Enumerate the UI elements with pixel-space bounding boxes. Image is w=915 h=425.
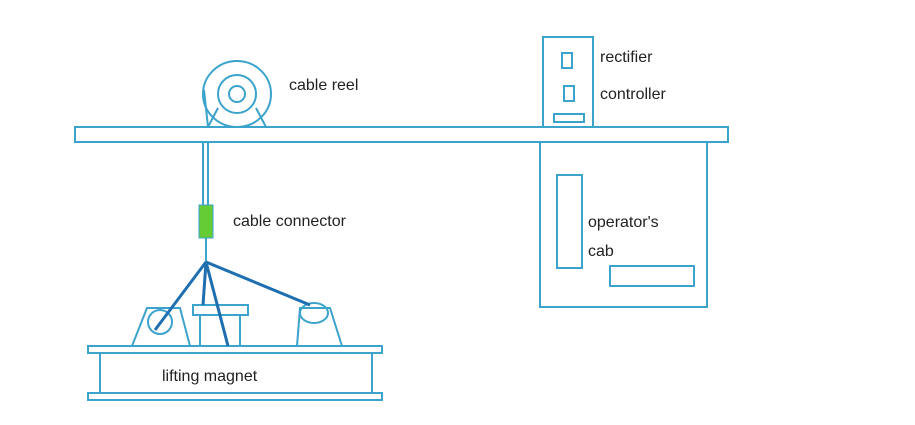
hoist-cable [202,142,209,205]
lifting-magnet [87,302,383,401]
cable-connector [198,204,214,239]
label-operators-cab-line1: operator's [588,214,659,231]
label-lifting-magnet: lifting magnet [162,368,258,385]
label-rectifier: rectifier [600,49,653,66]
label-cable-reel: cable reel [289,77,358,94]
operators-cab [539,141,708,308]
cable-reel [202,60,272,128]
rectifier-controller-box [542,36,594,128]
suspension-cables [153,260,311,347]
label-operators-cab-line2: cab [588,243,614,260]
label-controller: controller [600,86,666,103]
label-cable-connector: cable connector [233,213,347,230]
crane-beam [74,126,729,143]
